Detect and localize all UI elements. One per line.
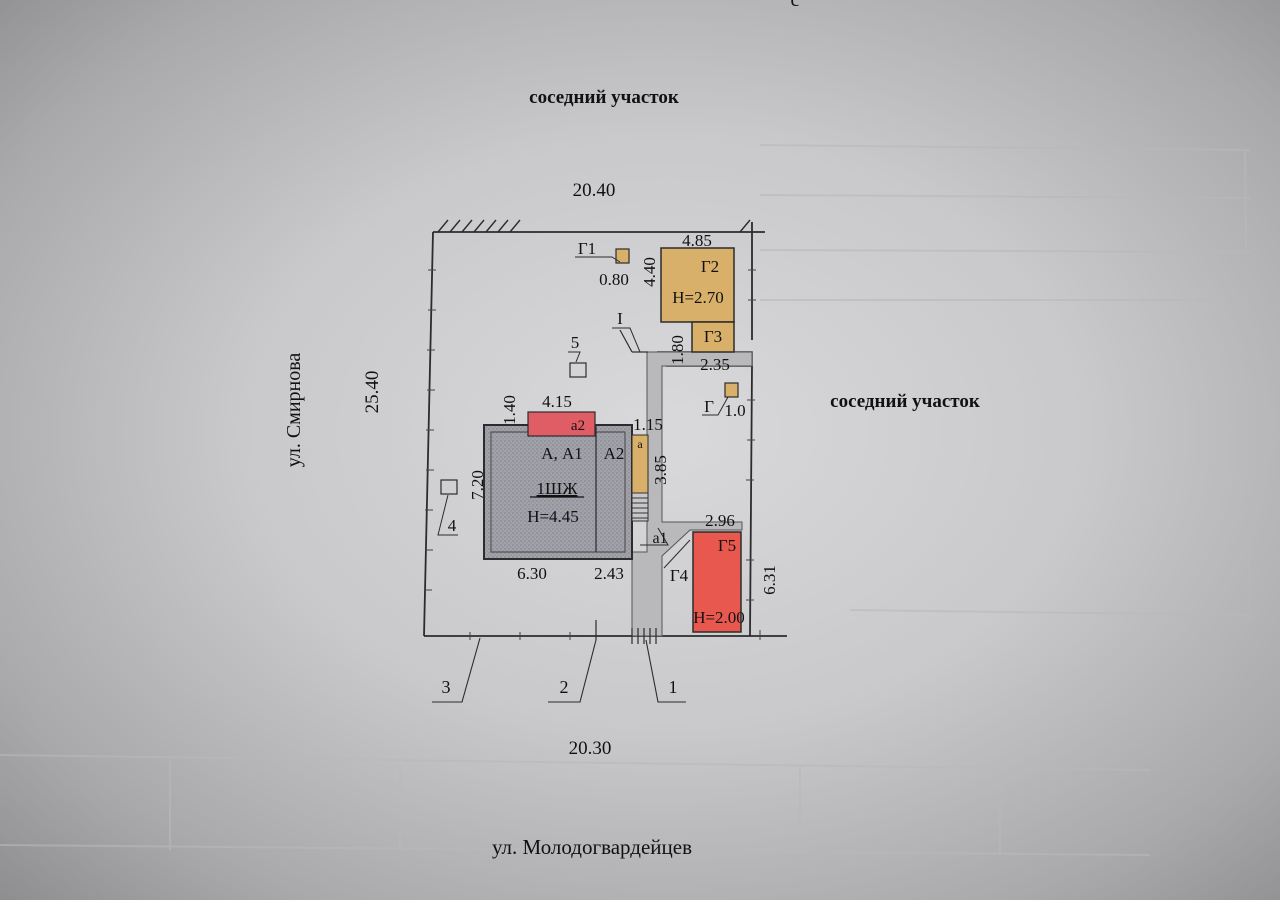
- house-height-label: Н=4.45: [527, 507, 579, 526]
- leader-1: [645, 639, 686, 703]
- marker-roman-i: I: [617, 309, 623, 328]
- leader-4: [437, 494, 458, 536]
- path-diagonal-2: [619, 329, 633, 353]
- g4-label: Г4: [670, 566, 689, 585]
- dim-g2-width: 4.85: [682, 231, 712, 250]
- house-type-label: 1ШЖ: [537, 479, 579, 498]
- leader-a1: [640, 527, 669, 546]
- south-street-label: ул. Молодогвардейцев: [492, 835, 692, 859]
- dim-g2-height: 4.40: [640, 257, 659, 287]
- west-street-label: ул. Смирнова: [283, 353, 305, 468]
- leader-i: [612, 327, 641, 353]
- dim-a-height: 3.85: [651, 455, 670, 485]
- leader-3: [432, 637, 481, 703]
- lot-boundary: [423, 222, 787, 637]
- g1-label: Г1: [578, 239, 596, 258]
- boundary-ticks: [424, 269, 761, 640]
- leader-g1: [575, 256, 621, 263]
- g2-label: Г2: [701, 257, 719, 276]
- house-annex-label: А2: [604, 444, 625, 463]
- shed-g3: [691, 321, 735, 353]
- dim-house-bottom: 6.30: [517, 564, 547, 583]
- walkway: [631, 351, 753, 637]
- page-mark: c: [791, 0, 800, 11]
- marker-5-box: [569, 362, 587, 378]
- marker-4: 4: [448, 516, 457, 535]
- porch-a2-label: а2: [571, 418, 585, 434]
- g3-label: Г3: [704, 327, 722, 346]
- g-label: Г: [704, 397, 714, 416]
- garage-g5: [692, 531, 742, 633]
- dim-g3-height: 1.80: [668, 335, 687, 365]
- dim-bottom: 20.30: [569, 738, 612, 759]
- dim-a-width: 1.15: [633, 415, 663, 434]
- dim-g5-height: 6.31: [760, 565, 779, 595]
- gate-marks: [595, 620, 657, 644]
- boundary-hatch: [437, 219, 751, 233]
- dim-g3-width: 2.35: [700, 355, 730, 374]
- veranda-a-label: а: [637, 437, 643, 451]
- dim-g: 1.0: [724, 401, 745, 420]
- dim-a1-offset: 2.43: [594, 564, 624, 583]
- g5-label: Г5: [718, 536, 736, 555]
- house-label: А, А1: [541, 444, 583, 463]
- g2-height-label: Н=2.70: [672, 288, 724, 307]
- background-table: [0, 144, 1251, 856]
- marker-4-box: [440, 479, 458, 495]
- house-outer: [483, 424, 633, 560]
- marker-3: 3: [442, 677, 451, 697]
- marker-5: 5: [571, 333, 580, 352]
- dim-a2-height: 1.40: [500, 395, 519, 425]
- marker-2: 2: [560, 677, 569, 697]
- shed-g2: [660, 247, 735, 323]
- dim-left: 25.40: [362, 371, 383, 414]
- dim-top: 20.40: [573, 180, 616, 201]
- dim-g5-width: 2.96: [705, 511, 735, 530]
- leader-5: [568, 351, 581, 363]
- leader-g4: [663, 539, 691, 569]
- structure-g: [724, 382, 739, 398]
- marker-1: 1: [669, 677, 678, 697]
- a1-label: а1: [652, 530, 667, 547]
- porch-a2: [527, 411, 596, 437]
- east-neighbor-label: соседний участок: [830, 391, 980, 412]
- stairs: [631, 492, 649, 522]
- north-neighbor-label: соседний участок: [529, 87, 679, 108]
- structure-g1: [615, 248, 630, 264]
- leader-2: [548, 639, 597, 703]
- g5-height-label: Н=2.00: [693, 608, 745, 627]
- dim-house-height: 7.20: [468, 470, 487, 500]
- dim-a2-width: 4.15: [542, 392, 572, 411]
- leader-g: [702, 396, 729, 416]
- dim-g1: 0.80: [599, 270, 629, 289]
